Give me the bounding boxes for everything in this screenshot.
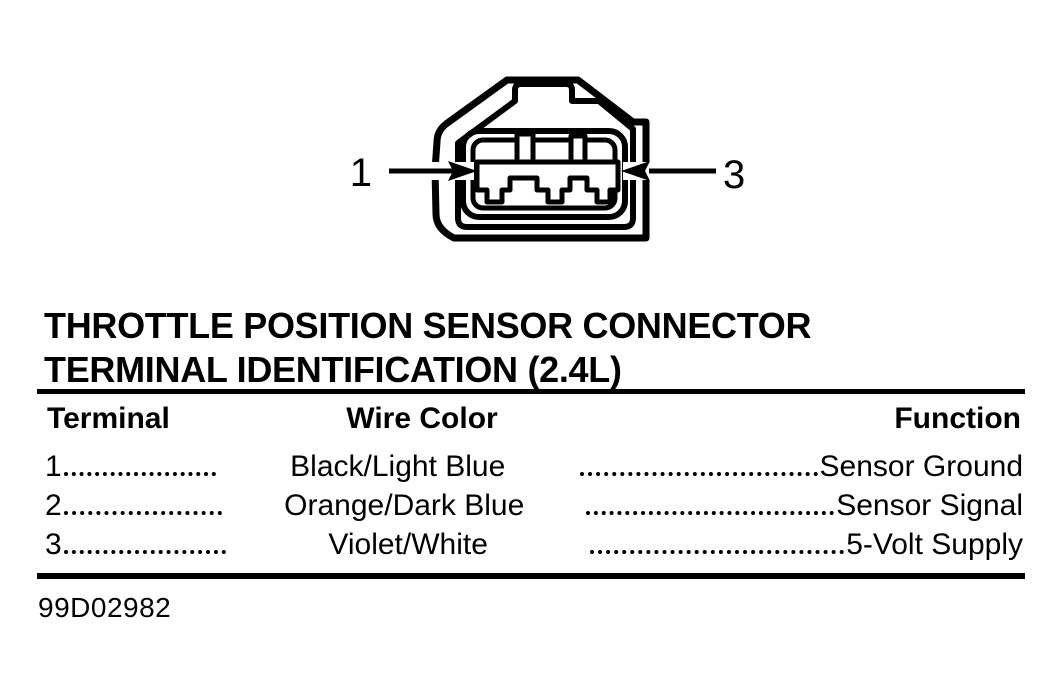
- function-value: 5-Volt Supply: [846, 528, 1023, 561]
- connector-keyway-contour: [455, 81, 636, 230]
- dot-leader: [63, 472, 216, 476]
- wire-color-value: Orange/Dark Blue: [284, 489, 525, 522]
- table-header-row: Terminal Wire Color Function: [37, 394, 1025, 443]
- terminal-number: 3: [45, 528, 62, 561]
- connector-diagram: 1 3: [350, 76, 745, 242]
- dot-leader: [63, 550, 227, 554]
- wire-color-value: Violet/White: [328, 528, 488, 561]
- terminal-identification-table: Terminal Wire Color Function 1 Black/Lig…: [37, 389, 1025, 579]
- function-value: Sensor Ground: [819, 450, 1023, 483]
- terminal-number: 2: [45, 489, 62, 522]
- connector-key-channel-right: [568, 133, 588, 166]
- table-row: 2 Orange/Dark Blue Sensor Signal: [37, 482, 1025, 521]
- terminal-number: 1: [45, 450, 62, 483]
- connector-key-channel-left: [514, 131, 536, 166]
- pin-label-1: 1: [350, 151, 372, 195]
- pin-label-3: 3: [723, 153, 745, 197]
- dot-leader: [586, 511, 835, 515]
- page-title: THROTTLE POSITION SENSOR CONNECTOR TERMI…: [44, 305, 812, 390]
- table-row: 3 Violet/White 5-Volt Supply: [37, 521, 1025, 560]
- dot-leader: [63, 511, 223, 515]
- pin-1-callout-arrow: [384, 161, 477, 181]
- header-terminal: Terminal: [47, 402, 170, 435]
- header-wire-color: Wire Color: [346, 402, 498, 435]
- connector-outer-shell: [431, 76, 650, 242]
- wire-color-value: Black/Light Blue: [290, 450, 506, 483]
- header-function: Function: [894, 402, 1021, 435]
- function-value: Sensor Signal: [836, 489, 1023, 522]
- table-row: 1 Black/Light Blue Sensor Ground: [37, 443, 1025, 482]
- dot-leader: [579, 472, 818, 476]
- pin-3-callout-arrow: [621, 161, 716, 181]
- document-code: 99D02982: [38, 592, 172, 623]
- connector-terminal-strip: [474, 159, 621, 205]
- dot-leader: [590, 550, 845, 554]
